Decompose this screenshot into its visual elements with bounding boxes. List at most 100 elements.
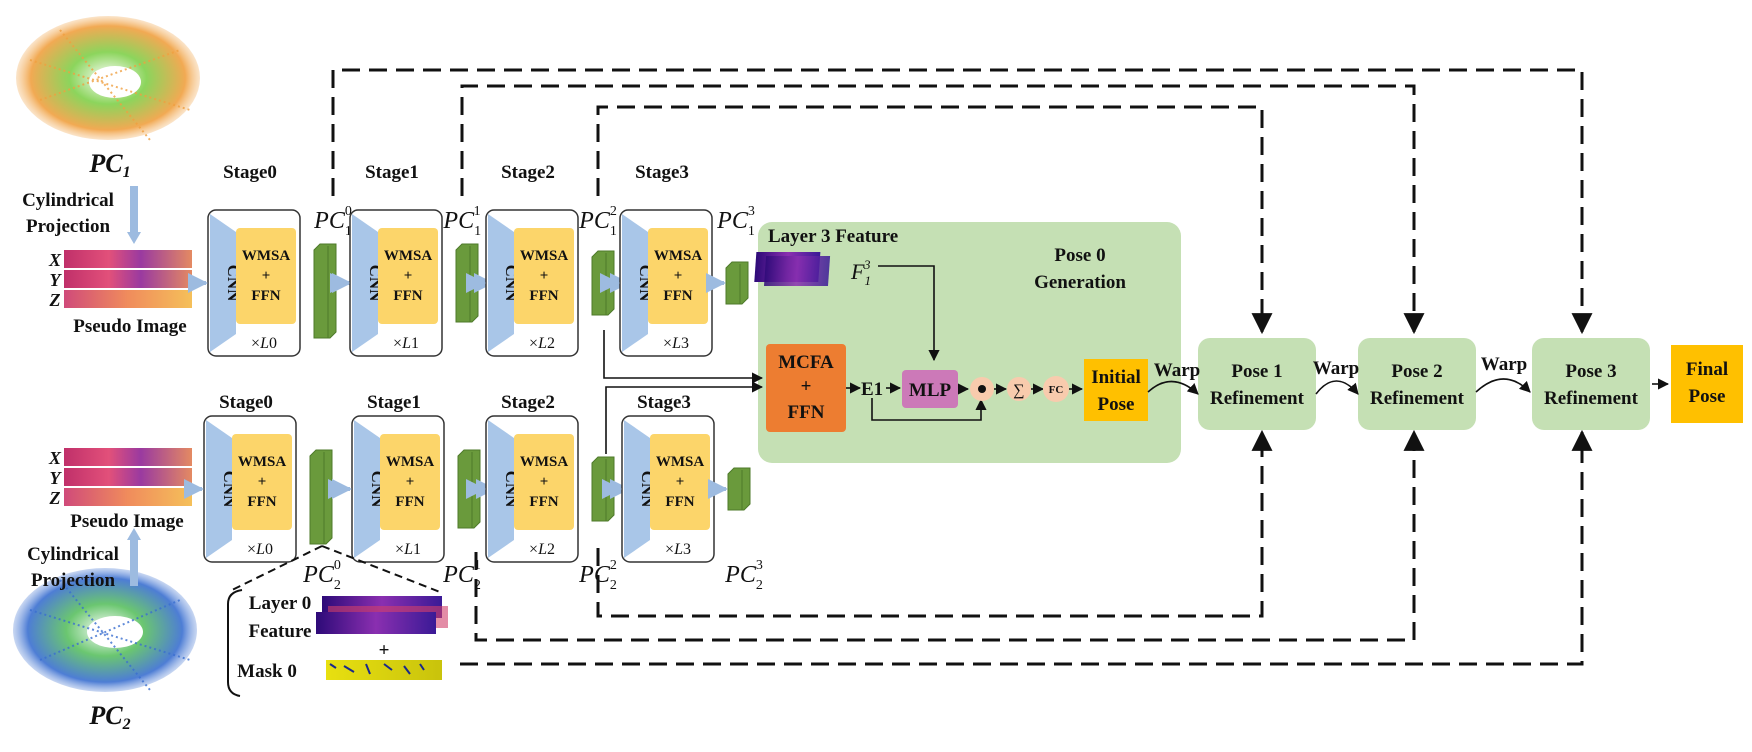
wmsa-label: WMSA [520,454,569,470]
mask0-map [326,660,442,680]
feature-label: PC22 [578,558,617,593]
mcfa-block [766,344,846,432]
wmsa-ffn-block [514,228,574,324]
channel-x-bottom: X [48,448,62,468]
refinement-title: Pose 1 [1231,361,1282,382]
wmsa-label: WMSA [384,248,433,264]
skip-pc1-1 [460,84,1425,335]
pseudo-image-bottom [64,448,192,506]
stage-title: Stage0 [223,162,277,183]
repeat-count: ×L3 [665,541,691,558]
channel-z-bottom: Z [49,488,61,508]
feature-map [727,467,751,511]
mcfa-label-2: + [801,376,812,397]
stage-title: Stage0 [219,392,273,413]
wmsa-ffn-block [378,228,438,324]
skip-pc2-1 [474,429,1425,642]
feature-map [309,449,333,545]
ffn-label: FFN [393,288,422,304]
plus-label: + [404,268,413,284]
refinement-subtitle: Refinement [1210,388,1305,409]
callout-plus: + [379,640,390,661]
ffn-label: FFN [529,288,558,304]
channel-z-top: Z [49,290,61,310]
mlp-block [902,370,958,408]
wmsa-ffn-block [514,434,574,530]
wmsa-label: WMSA [386,454,435,470]
stage-title: Stage3 [637,392,691,413]
stage-title: Stage3 [635,162,689,183]
feature-label: PC23 [724,558,763,593]
stage-title: Stage2 [501,392,555,413]
wmsa-label: WMSA [656,454,705,470]
refinement-title: Pose 3 [1565,361,1616,382]
layer0-feature-label-1: Layer 0 [249,593,311,614]
mcfa-label-3: FFN [788,402,825,423]
projection-label-bottom-1: Cylindrical [27,544,119,565]
projection-label-top-2: Projection [26,216,110,237]
pc2-label: PC2 [88,701,130,733]
fc-label: FC [1049,384,1064,396]
cnn-block [622,214,648,352]
ffn-label: FFN [529,494,558,510]
skip-pc1-0 [331,68,1593,335]
wmsa-ffn-block [648,228,708,324]
wmsa-ffn-block [380,434,440,530]
initial-pose-label-1: Initial [1091,367,1141,388]
wmsa-label: WMSA [242,248,291,264]
channel-y-top: Y [50,270,63,290]
feature-label: PC13 [716,204,755,239]
callout-brace [227,589,243,697]
layer0-callout: Layer 0 Feature + Mask 0 [227,545,448,697]
pseudo-image-label-top: Pseudo Image [73,316,186,337]
cnn-block [488,420,514,558]
skip-connections [331,68,1593,666]
stage-title: Stage1 [367,392,421,413]
skip-pc2-2 [596,429,1273,618]
encoder-top: Stage0CNNWMSA+FFN×L0PC10Stage1CNNWMSA+FF… [188,162,755,357]
ffn-label: FFN [247,494,276,510]
feature-label: PC10 [313,204,352,239]
e1-label: E1 [861,379,883,400]
wmsa-ffn-block [650,434,710,530]
repeat-count: ×L0 [247,541,273,558]
final-pose-box [1671,345,1743,423]
pseudo-image-label-bottom: Pseudo Image [70,511,183,532]
encoder-bottom: Stage0CNNWMSA+FFN×L0PC20Stage1CNNWMSA+FF… [184,392,763,593]
ffn-label: FFN [665,494,694,510]
wmsa-ffn-block [232,434,292,530]
wmsa-ffn-block [236,228,296,324]
cnn-block [354,420,380,558]
warp-arrow-1 [1315,380,1359,395]
skip-pc2-0 [460,429,1593,666]
refinement-subtitle: Refinement [1544,388,1639,409]
refinement-title: Pose 2 [1391,361,1442,382]
f13-to-mlp-arrow [878,265,940,362]
cnn-block [488,214,514,352]
mlp-label: MLP [909,380,952,401]
plus-label: + [540,474,549,490]
feature-label: PC20 [302,558,341,593]
initial-pose-box [1084,359,1148,421]
point-cloud-pc1 [16,16,200,141]
warp-arrow-0 [1147,380,1199,395]
e1-skip-arrow [871,398,987,421]
cnn-block [206,420,232,558]
pc2-3-to-mcfa [605,381,764,454]
plus-label: + [540,268,549,284]
ffn-label: FFN [663,288,692,304]
feature-label: PC12 [578,204,617,239]
fc-op [1043,376,1069,402]
ffn-label: FFN [395,494,424,510]
warp-label-2: Warp [1481,354,1527,375]
warp-label-0: Warp [1154,360,1200,381]
refinement-box [1532,338,1650,430]
